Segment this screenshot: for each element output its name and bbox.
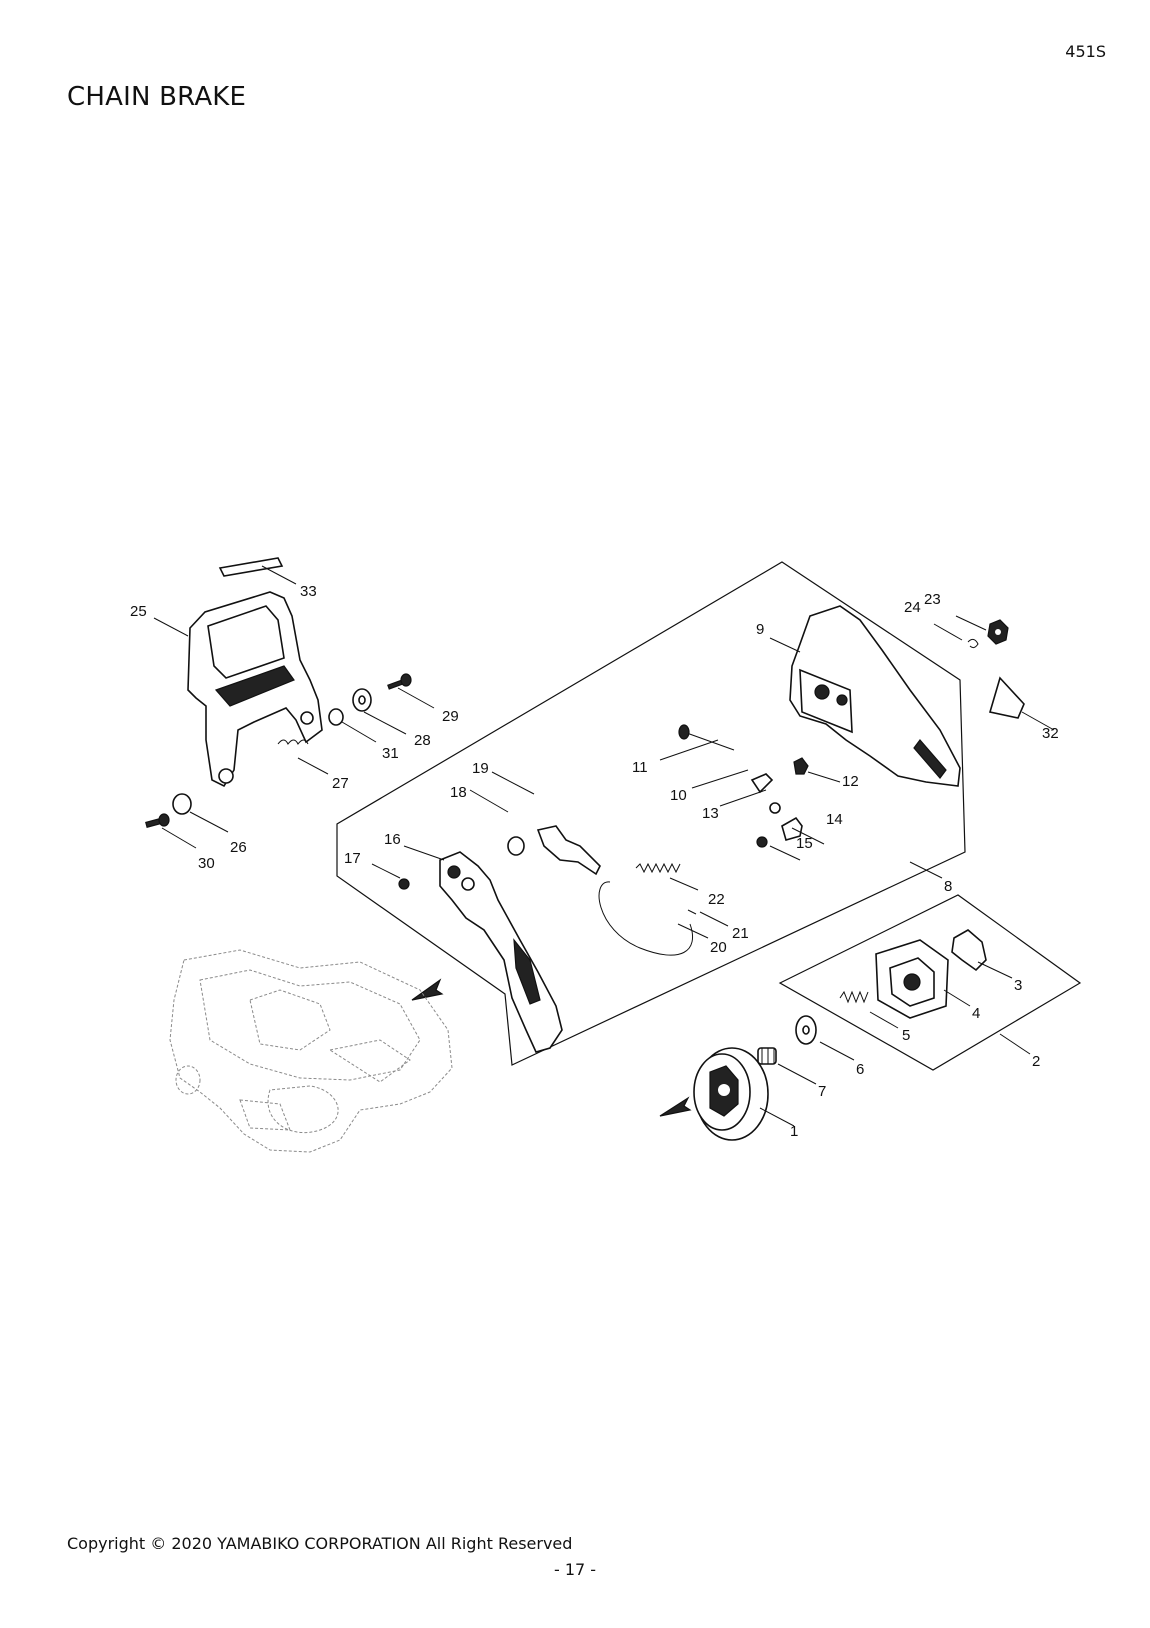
label-part-13: 13 xyxy=(702,805,719,822)
label-part-14: 14 xyxy=(826,811,843,828)
part-24-clip xyxy=(967,638,979,649)
leader-lines xyxy=(153,565,1055,1127)
assembly-frame-2 xyxy=(778,894,1082,1071)
part-32-decal xyxy=(988,676,1025,719)
part-11-bolt xyxy=(678,724,735,751)
part-20-brake-band xyxy=(598,881,693,956)
part-28-washer xyxy=(352,688,372,712)
assembly-arrow xyxy=(411,978,444,1001)
part-22-spring xyxy=(635,862,681,874)
label-part-21: 21 xyxy=(732,925,749,942)
part-10-cam xyxy=(750,773,774,794)
label-part-11: 11 xyxy=(632,759,648,776)
part-30-bolt xyxy=(145,813,170,828)
label-part-22: 22 xyxy=(708,891,725,908)
part-27-spring xyxy=(277,739,309,745)
label-part-6: 6 xyxy=(856,1061,864,1078)
label-part-9: 9 xyxy=(756,621,764,638)
part-16-brake-lever xyxy=(439,851,563,1053)
part-18-collar xyxy=(507,836,525,856)
label-part-5: 5 xyxy=(902,1027,910,1044)
label-part-20: 20 xyxy=(710,939,727,956)
part-21-pin xyxy=(687,909,697,915)
label-part-10: 10 xyxy=(670,787,687,804)
label-part-29: 29 xyxy=(442,708,459,725)
part-3-clutch-shoe xyxy=(951,929,987,972)
part-31-collar xyxy=(328,708,344,726)
part-1-clutch-drum xyxy=(693,1047,769,1141)
part-17-screw xyxy=(398,878,410,890)
label-part-28: 28 xyxy=(414,732,431,749)
label-part-1: 1 xyxy=(790,1123,798,1140)
label-part-4: 4 xyxy=(972,1005,980,1022)
assembly-arrow xyxy=(659,1096,692,1117)
label-part-24: 24 xyxy=(904,599,921,616)
label-part-3: 3 xyxy=(1014,977,1022,994)
label-part-23: 23 xyxy=(924,591,941,608)
part-6-washer xyxy=(795,1015,817,1045)
part-number-labels: 1 2 3 4 5 6 7 8 9 10 11 12 13 14 15 16 1… xyxy=(130,583,1059,1140)
part-14-plate xyxy=(781,816,803,841)
copyright-notice: Copyright © 2020 YAMABIKO CORPORATION Al… xyxy=(67,1534,573,1553)
label-part-7: 7 xyxy=(818,1083,826,1100)
label-part-12: 12 xyxy=(842,773,859,790)
part-29-screw xyxy=(387,673,412,690)
part-33-label xyxy=(218,557,284,577)
label-part-26: 26 xyxy=(230,839,247,856)
label-part-31: 31 xyxy=(382,745,399,762)
page-title: CHAIN BRAKE xyxy=(67,82,247,112)
label-part-19: 19 xyxy=(472,760,489,777)
label-part-17: 17 xyxy=(344,850,361,867)
part-5-clutch-spring xyxy=(839,990,869,1004)
part-23-nut xyxy=(987,619,1009,645)
assembly-frame-8 xyxy=(336,561,966,1066)
label-part-32: 32 xyxy=(1042,725,1059,742)
engine-crankcase-reference xyxy=(169,949,453,1153)
part-12-adjuster xyxy=(793,757,809,775)
label-part-33: 33 xyxy=(300,583,317,600)
label-part-2: 2 xyxy=(1032,1053,1040,1070)
part-15-screw xyxy=(756,836,768,848)
model-code: 451S xyxy=(1065,42,1106,61)
label-part-27: 27 xyxy=(332,775,349,792)
label-part-16: 16 xyxy=(384,831,401,848)
part-26-collar xyxy=(172,793,192,815)
label-part-25: 25 xyxy=(130,603,147,620)
label-part-18: 18 xyxy=(450,784,467,801)
part-4-clutch-carrier xyxy=(875,939,949,1019)
label-part-8: 8 xyxy=(944,878,952,895)
part-25-hand-guard xyxy=(187,591,323,788)
part-9-side-cover xyxy=(789,605,961,787)
label-part-15: 15 xyxy=(796,835,813,852)
page-number: - 17 - xyxy=(553,1560,597,1579)
part-13-nut xyxy=(769,802,781,814)
label-part-30: 30 xyxy=(198,855,215,872)
part-7-needle-bearing xyxy=(757,1047,777,1065)
part-19-lever xyxy=(536,825,601,876)
